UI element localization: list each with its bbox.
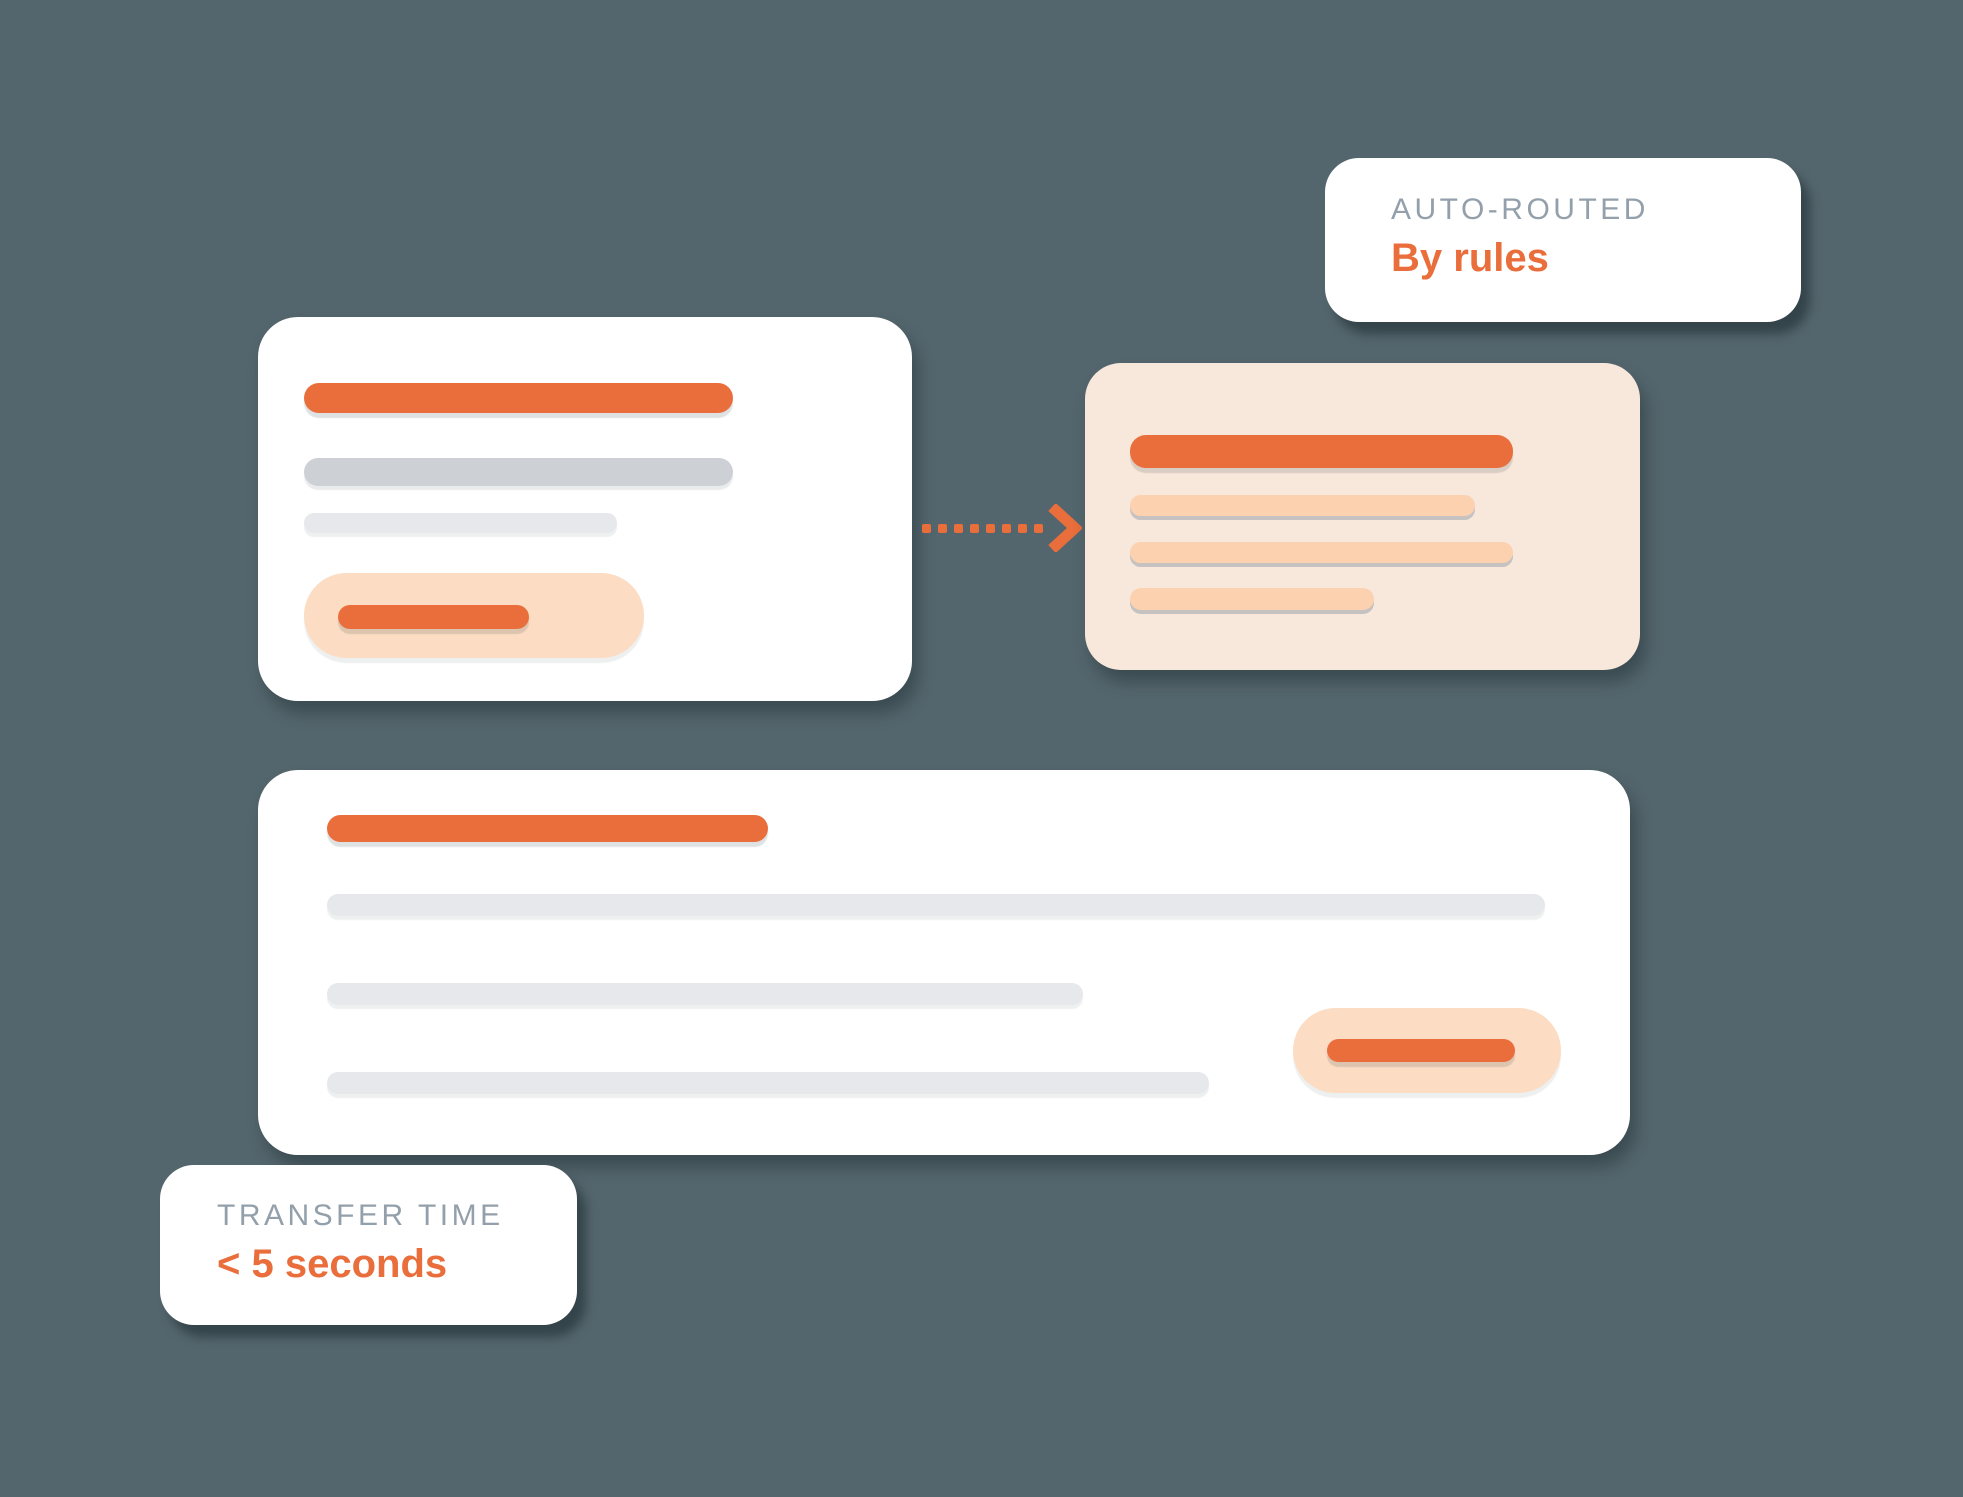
- skeleton-title-bar: [327, 815, 768, 842]
- transfer-time-annotation: TRANSFER TIME < 5 seconds: [160, 1165, 577, 1325]
- annotation-subtitle: By rules: [1391, 236, 1549, 280]
- skeleton-tag-bar: [338, 605, 529, 629]
- arrow-dashes: [922, 523, 1043, 533]
- skeleton-button-pill: [1293, 1008, 1561, 1093]
- skeleton-title-bar: [304, 383, 733, 413]
- annotation-title: AUTO-ROUTED: [1391, 193, 1649, 226]
- skeleton-button-bar: [1327, 1039, 1515, 1062]
- skeleton-text-bar: [304, 458, 733, 486]
- routed-ticket-card: [1085, 363, 1640, 670]
- skeleton-text-bar: [1130, 588, 1374, 610]
- annotation-subtitle: < 5 seconds: [217, 1242, 448, 1286]
- auto-routed-annotation: AUTO-ROUTED By rules: [1325, 158, 1801, 322]
- skeleton-text-bar: [327, 1072, 1209, 1094]
- arrow-head-icon: [1048, 504, 1082, 552]
- annotation-title: TRANSFER TIME: [217, 1199, 504, 1232]
- skeleton-text-bar: [327, 983, 1083, 1005]
- dashed-arrow-right-icon: [922, 504, 1082, 552]
- skeleton-text-bar: [1130, 542, 1513, 563]
- skeleton-text-bar: [304, 513, 617, 533]
- skeleton-text-bar: [1130, 495, 1475, 516]
- detail-ticket-card: [258, 770, 1630, 1155]
- skeleton-title-bar: [1130, 435, 1513, 468]
- source-ticket-card: [258, 317, 912, 701]
- skeleton-tag-pill: [304, 573, 644, 658]
- skeleton-text-bar: [327, 894, 1545, 916]
